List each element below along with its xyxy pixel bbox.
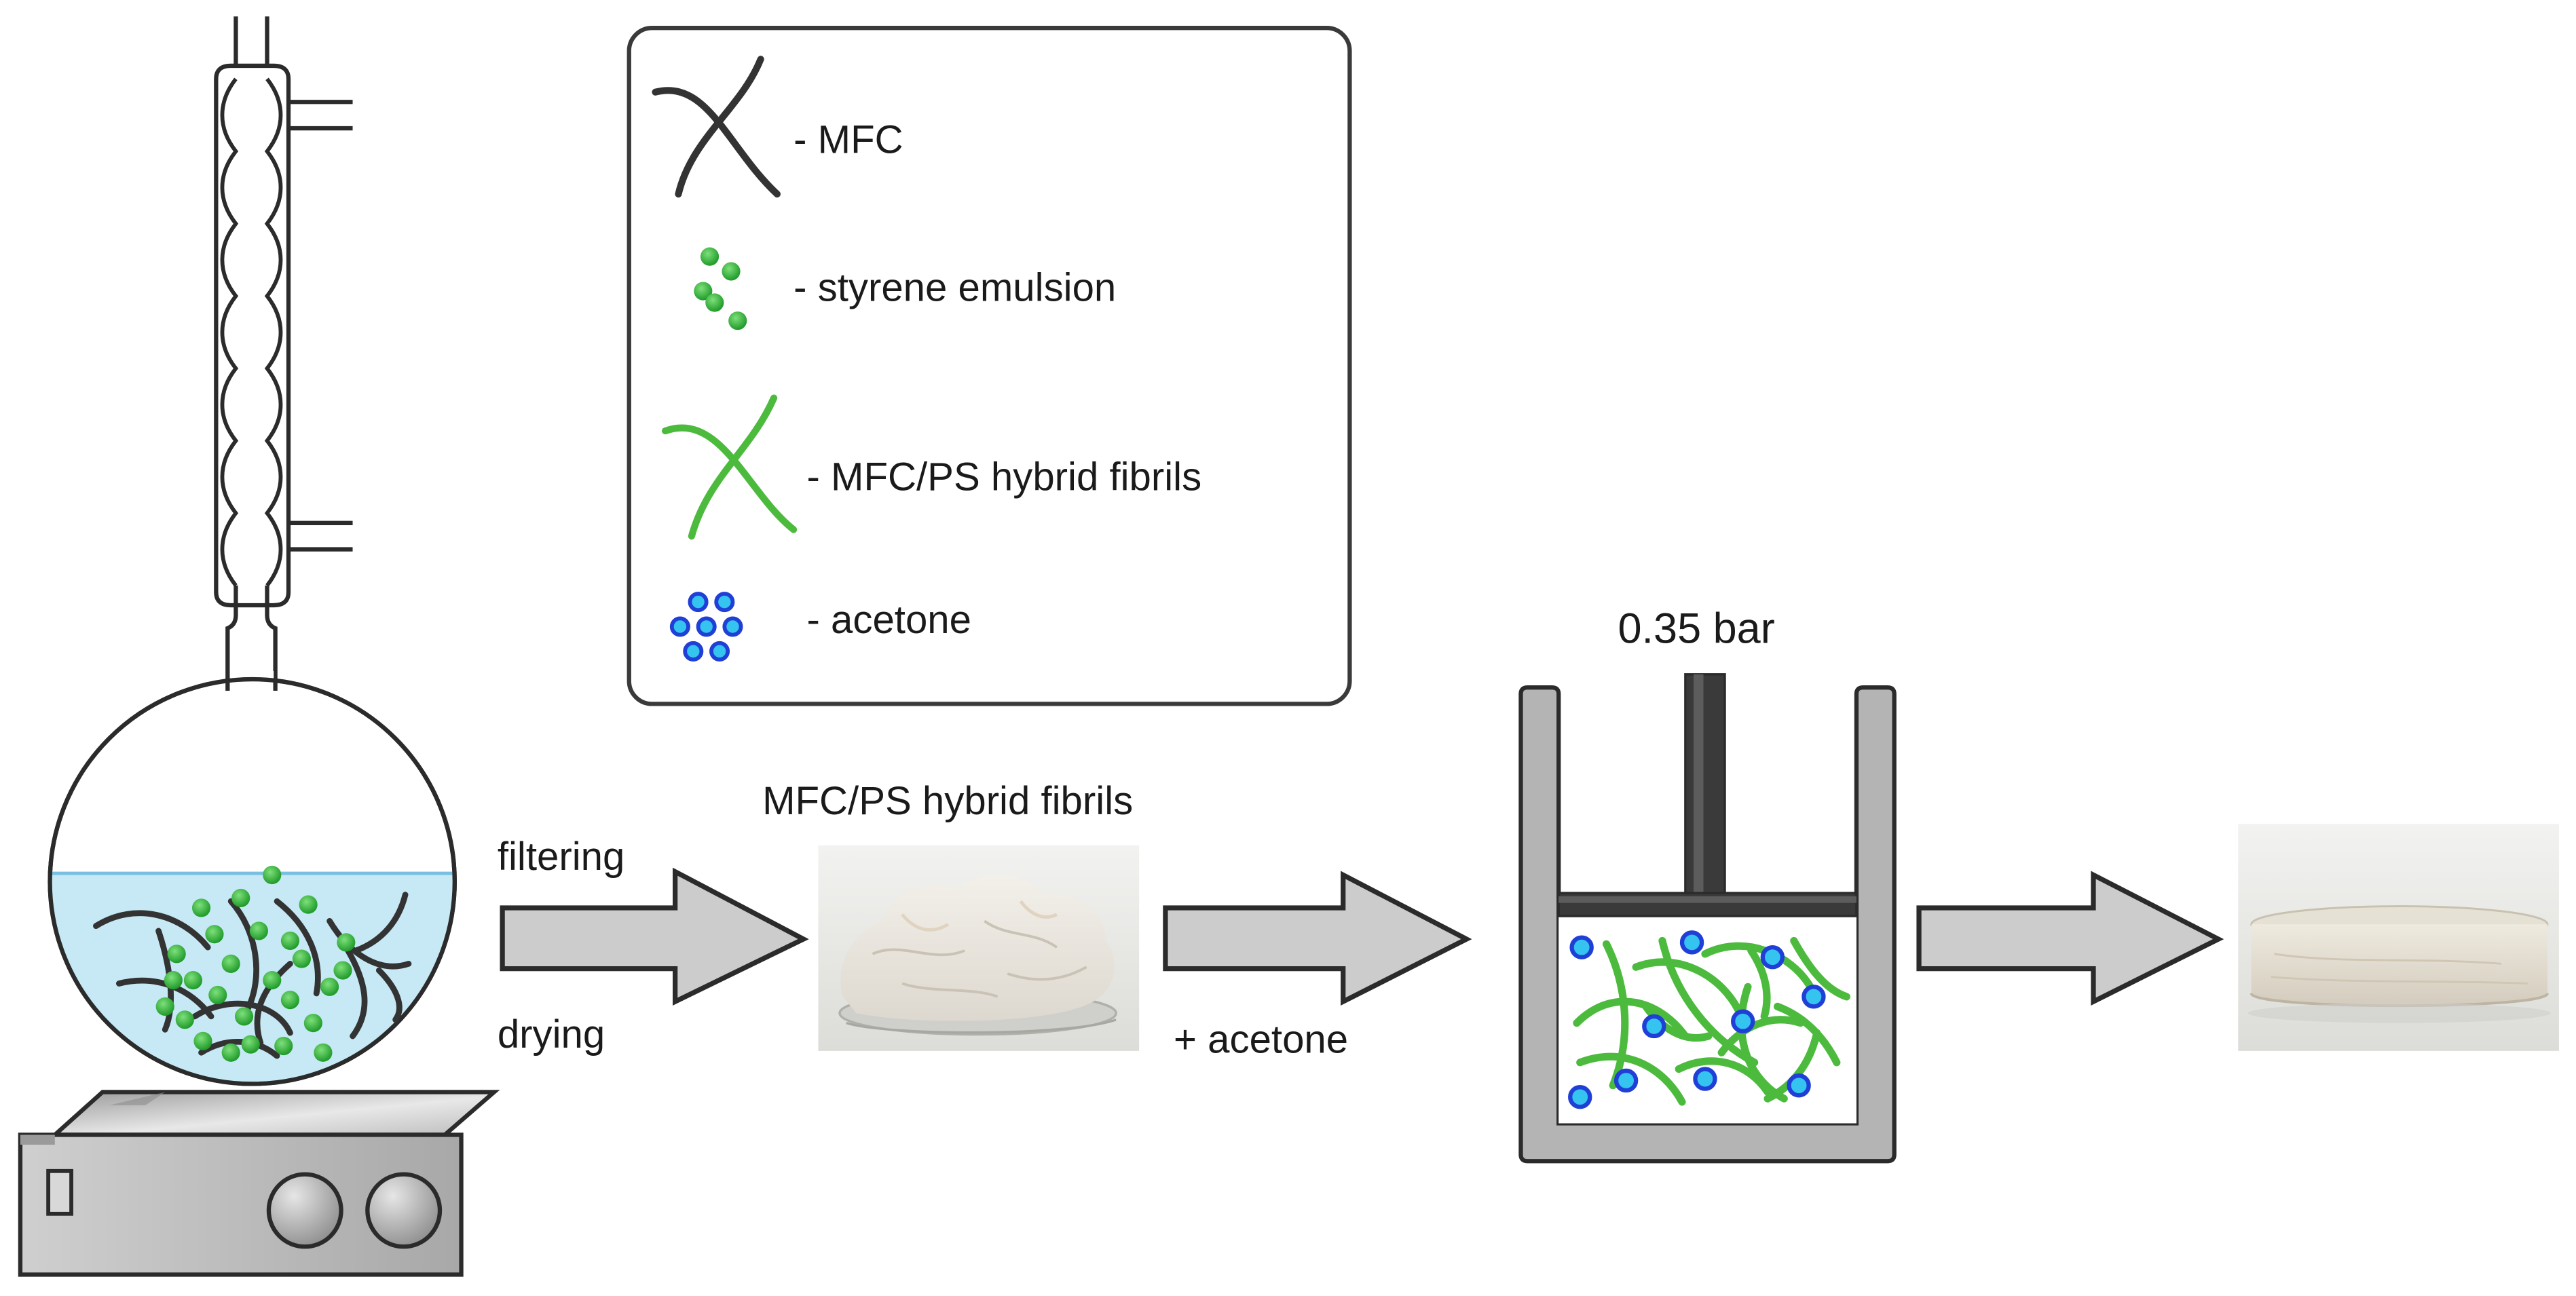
styrene-emulsion-legend-icon — [694, 247, 747, 330]
hybrid-fibrils-photo — [818, 845, 1140, 1051]
hybrid-fibrils-photo-label: MFC/PS hybrid fibrils — [762, 779, 1133, 823]
acetone-legend-icon — [669, 592, 743, 662]
step-acetone-label: + acetone — [1174, 1017, 1348, 1061]
foam-disc-photo — [2238, 824, 2559, 1051]
step-drying-label: drying — [498, 1012, 605, 1056]
piston-press-icon — [1518, 673, 1897, 1164]
reflux-flask-icon — [48, 16, 457, 1086]
process-arrow-icon — [1163, 871, 1472, 1006]
hybrid-fibrils-legend-icon — [661, 394, 798, 540]
process-arrow-icon — [1916, 871, 2224, 1006]
pressure-label: 0.35 bar — [1618, 605, 1774, 653]
legend-box: - MFC - styrene emulsion - MFC/PS hybrid… — [627, 26, 1352, 706]
legend-label-acetone: - acetone — [807, 598, 971, 642]
step-filtering-label: filtering — [498, 835, 624, 879]
process-arrow-icon — [500, 867, 809, 1006]
legend-label-mfc: - MFC — [794, 117, 903, 161]
mfc-legend-icon — [652, 56, 781, 198]
hotplate-stirrer-icon — [18, 1090, 500, 1277]
legend-label-hybrid: - MFC/PS hybrid fibrils — [807, 455, 1202, 499]
legend-label-styrene: - styrene emulsion — [794, 266, 1116, 310]
